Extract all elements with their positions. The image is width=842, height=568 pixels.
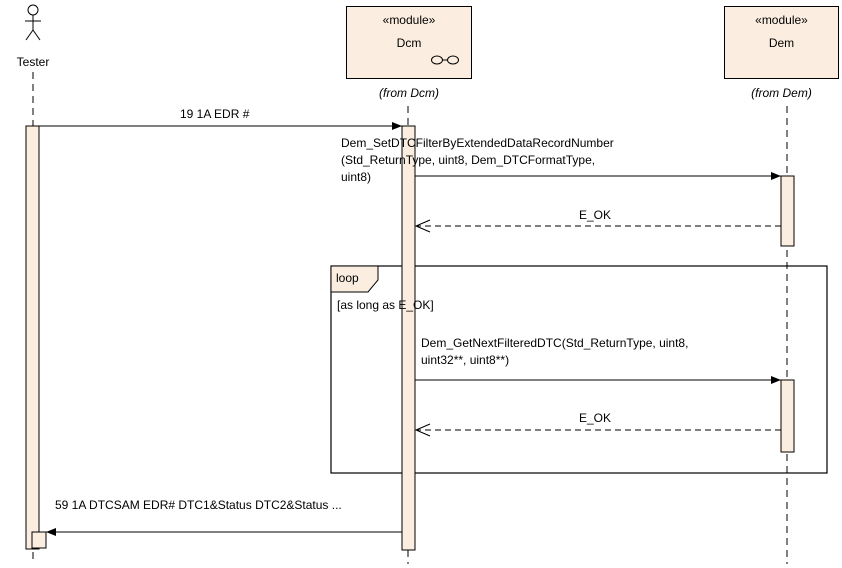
tester-activation (25, 125, 40, 550)
tester-activation-nested (31, 531, 47, 549)
loop-operator-tab (330, 265, 379, 293)
tester-actor-icon (25, 4, 41, 41)
message-label-19-1a-edr: 19 1A EDR # (180, 107, 250, 121)
dem-activation-2 (780, 379, 795, 453)
loop-guard-label: [as long as E_OK] (337, 298, 434, 312)
dem-module-box (724, 6, 839, 79)
return-arrow-e-ok-2 (414, 423, 781, 437)
return-label-e-ok-2: E_OK (579, 411, 612, 425)
dem-name: Dem (768, 36, 795, 50)
loop-fragment (330, 265, 828, 474)
dcm-activation (401, 125, 416, 551)
dcm-name: Dcm (396, 36, 422, 50)
message-label-set-dtc-filter: Dem_SetDTCFilterByExtendedDataRecordNumb… (341, 136, 614, 184)
actor-name: Tester (16, 55, 50, 69)
dem-stereotype: «module» (755, 13, 808, 27)
loop-operator-label: loop (336, 271, 359, 285)
dem-from-label: (from Dem) (751, 86, 812, 100)
message-label-get-next-filtered-dtc: Dem_GetNextFilteredDTC(Std_ReturnType, u… (421, 336, 689, 367)
message-label-response-59-1a: 59 1A DTCSAM EDR# DTC1&Status DTC2&Statu… (55, 498, 342, 512)
dcm-stereotype: «module» (382, 13, 436, 27)
return-arrow-e-ok-1 (414, 219, 781, 233)
dcm-from-label: (from Dcm) (379, 86, 439, 100)
dem-activation-1 (780, 175, 795, 247)
return-label-e-ok-1: E_OK (579, 208, 612, 222)
dcm-module-box (346, 6, 472, 79)
